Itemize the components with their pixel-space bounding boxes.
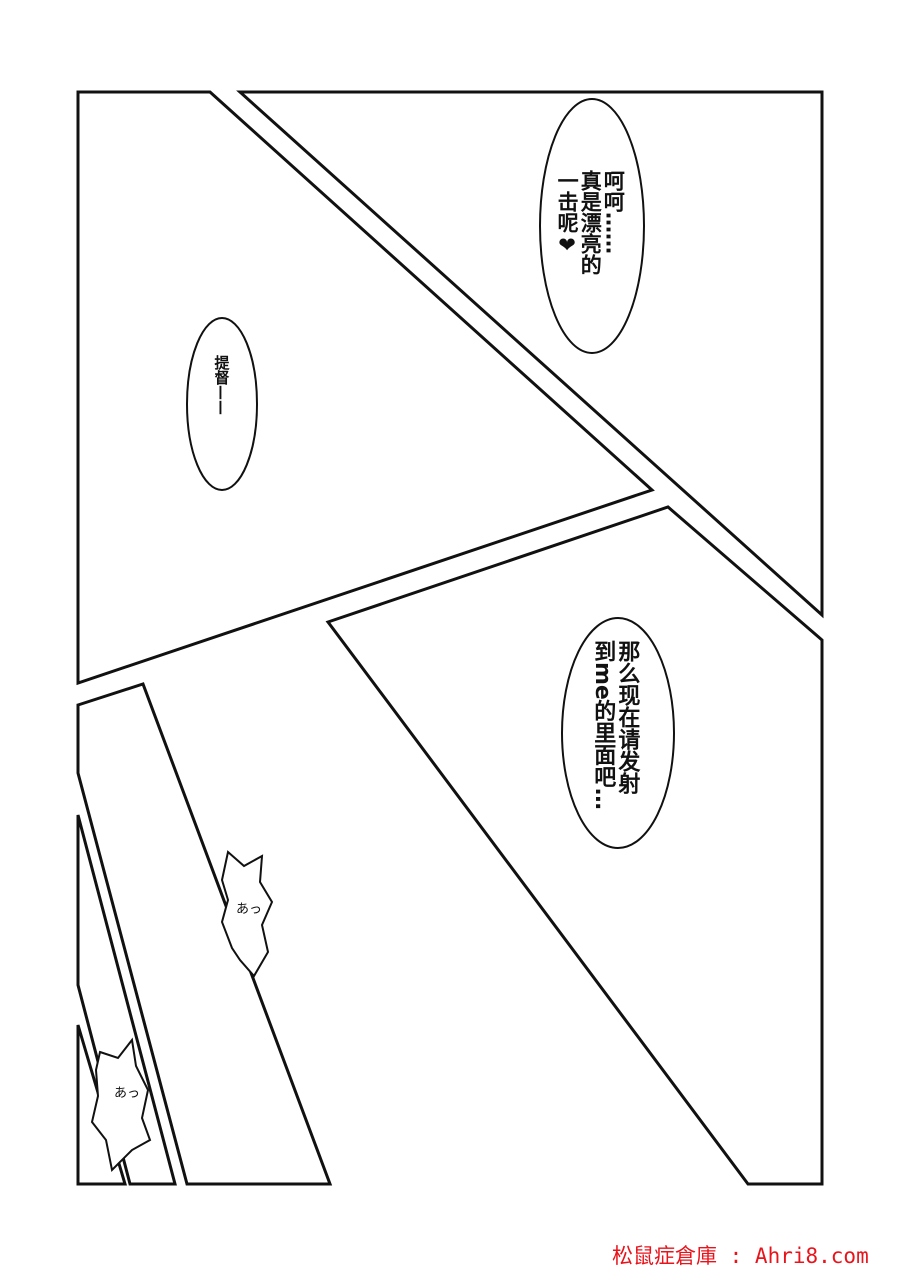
sfx-text-2: あっ [114, 1086, 141, 1101]
speech-line: 提督—— [212, 355, 231, 415]
speech-text-top-right: 呵呵…… 真是漂亮的 一击呢❤ [555, 170, 626, 275]
spiky-bubble-1 [220, 850, 274, 978]
speech-bubble-mid-right [561, 617, 675, 849]
sfx-text-1: あっ [236, 902, 263, 917]
speech-line: 到me的里面吧… [590, 640, 616, 810]
speech-text-left: 提督—— [212, 355, 231, 415]
panel-2 [236, 90, 824, 619]
speech-line: 真是漂亮的 [578, 170, 603, 275]
panel-1 [76, 90, 655, 686]
panel-4 [76, 682, 333, 1186]
speech-line: 那么现在请发射 [614, 640, 640, 794]
panel-5 [76, 814, 177, 1186]
panel-3 [325, 505, 824, 1186]
speech-bubble-left [186, 317, 258, 491]
watermark: 松鼠症倉庫 : Ahri8.com [612, 1244, 869, 1268]
speech-line: 一击呢❤ [555, 170, 580, 257]
spiky-bubble-2 [90, 1037, 152, 1173]
speech-text-mid-right: 那么现在请发射 到me的里面吧… [590, 640, 640, 810]
speech-line: 呵呵…… [601, 170, 626, 254]
speech-bubble-top-right [539, 98, 645, 354]
